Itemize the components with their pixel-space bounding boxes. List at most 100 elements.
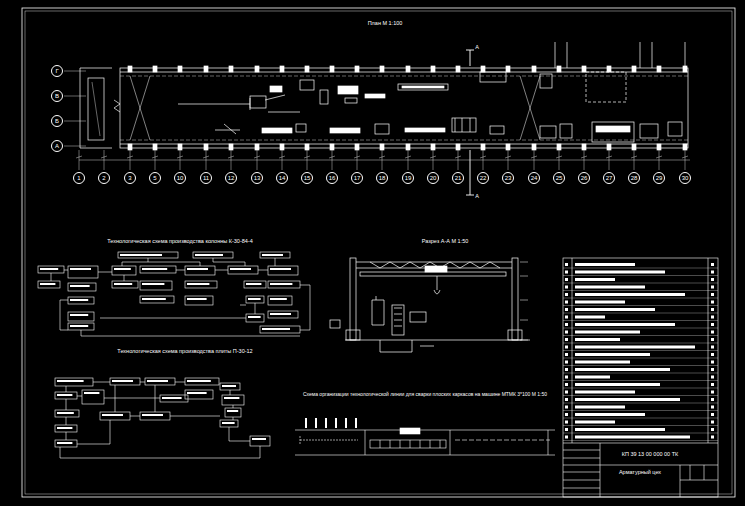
column-process-flowchart-part <box>193 252 233 258</box>
slab-process-flowchart-part <box>55 392 77 399</box>
axis-bubble: 23 <box>502 172 514 184</box>
floor-plan-part-part <box>557 144 561 150</box>
specification-table-part-part <box>711 263 714 266</box>
specification-table-part-part <box>563 343 718 344</box>
specification-table-part-part <box>565 361 568 364</box>
specification-table-part-part <box>563 283 718 284</box>
column-process-flowchart-part <box>268 266 298 275</box>
welding-line-scheme-part <box>548 430 549 455</box>
floor-plan-part <box>540 126 556 138</box>
floor-plan-part <box>92 82 100 136</box>
section-a-a-part <box>360 272 506 276</box>
column-process-flowchart-part <box>248 298 261 300</box>
axis-bubble: Б <box>51 115 63 127</box>
column-process-flowchart-part <box>70 314 88 316</box>
axis-bubble: 19 <box>402 172 414 184</box>
slab-process-flowchart-part <box>55 378 93 386</box>
specification-table-part-part <box>565 428 568 431</box>
column-process-flowchart-part <box>68 312 94 321</box>
floor-plan-part-part <box>354 156 360 158</box>
specification-table-part-part <box>565 293 568 296</box>
floor-plan-part-part <box>128 144 132 150</box>
section-a-a-part <box>508 330 522 340</box>
specification-table-part-part <box>563 275 718 276</box>
floor-plan-part-part <box>127 156 133 158</box>
floor-plan-part <box>596 126 630 132</box>
specification-table-part-part <box>575 368 670 371</box>
floor-plan-part-part <box>305 144 309 150</box>
welding-line-scheme-part-part <box>345 418 347 428</box>
floor-plan-part-part <box>606 156 612 158</box>
plan-title: План М 1:100 <box>368 21 403 27</box>
floor-plan-part-part <box>229 144 233 150</box>
floor-plan-part <box>270 86 282 92</box>
column-process-flowchart-part <box>68 283 96 291</box>
axis-bubble: Г <box>51 65 63 77</box>
specification-table-part-part <box>563 395 718 396</box>
floor-plan-part-part <box>456 144 460 150</box>
column-process-flowchart-part <box>70 285 90 287</box>
specification-table-part-part <box>575 323 675 326</box>
sheet-frame-part <box>22 8 735 497</box>
axis-label: 1 <box>77 175 80 181</box>
axis-label: 12 <box>228 175 235 181</box>
slab-process-flowchart-part <box>84 392 99 394</box>
specification-table-part-part <box>711 413 714 416</box>
column-process-flowchart-part <box>68 323 94 330</box>
column-process-flowchart-part <box>68 266 98 278</box>
section-a-a-part <box>330 320 340 328</box>
floor-plan-part <box>405 128 445 132</box>
specification-table-part-part <box>565 376 568 379</box>
column-process-flowchart-part <box>185 281 217 288</box>
axis-label: 2 <box>102 175 105 181</box>
slab-process-flowchart-part <box>222 422 235 424</box>
column-process-flowchart-part <box>112 266 136 275</box>
floor-plan-part-part <box>406 144 410 150</box>
floor-plan-part-part <box>632 66 636 72</box>
specification-table-part-part <box>575 436 690 439</box>
column-process-flowchart-part <box>270 283 292 285</box>
slab-process-flowchart-part <box>60 382 260 458</box>
floor-plan-part-part <box>480 156 486 158</box>
welding-line-scheme-part-part <box>390 440 391 448</box>
floor-plan-part-part <box>355 144 359 150</box>
specification-table-part-part <box>575 263 635 266</box>
floor-plan-part-part <box>481 144 485 150</box>
section-heading: Технологическая схема производства плиты… <box>117 349 252 355</box>
specification-table-part-part <box>565 338 568 341</box>
sheet-frame-part <box>25 11 732 494</box>
floor-plan-part-part <box>380 66 384 72</box>
floor-plan-part-part <box>255 66 259 72</box>
column-process-flowchart-part <box>40 268 58 270</box>
axis-bubble: 27 <box>603 172 615 184</box>
column-process-flowchart-part <box>187 268 208 270</box>
welding-line-scheme-part <box>400 428 420 434</box>
floor-plan-part-part <box>682 156 688 158</box>
axis-bubble: 18 <box>376 172 388 184</box>
floor-plan-part <box>250 96 266 108</box>
specification-table-part-part <box>711 278 714 281</box>
specification-table-part-part <box>563 358 718 359</box>
specification-table-part-part <box>575 301 625 304</box>
axis-label: 14 <box>279 175 286 181</box>
floor-plan-part-part <box>355 66 359 72</box>
slab-process-flowchart-part <box>185 378 219 385</box>
axis-label: 20 <box>430 175 437 181</box>
floor-plan-part-part <box>64 121 86 122</box>
section-a-a-part <box>350 258 356 340</box>
specification-table-part-part <box>563 290 718 291</box>
specification-table-part-part <box>711 331 714 334</box>
floor-plan-part-part <box>153 144 157 150</box>
floor-plan-part <box>668 122 682 136</box>
column-process-flowchart-part <box>114 283 132 285</box>
section-a-a-part <box>380 340 434 352</box>
axis-label: 30 <box>682 175 689 181</box>
floor-plan-part <box>365 94 385 98</box>
floor-plan-part <box>178 95 300 112</box>
axis-bubble: 10 <box>174 172 186 184</box>
specification-table-part-part <box>575 391 635 394</box>
floor-plan-part-part <box>582 66 586 72</box>
floor-plan-part <box>215 124 240 134</box>
specification-table-part-part <box>711 316 714 319</box>
